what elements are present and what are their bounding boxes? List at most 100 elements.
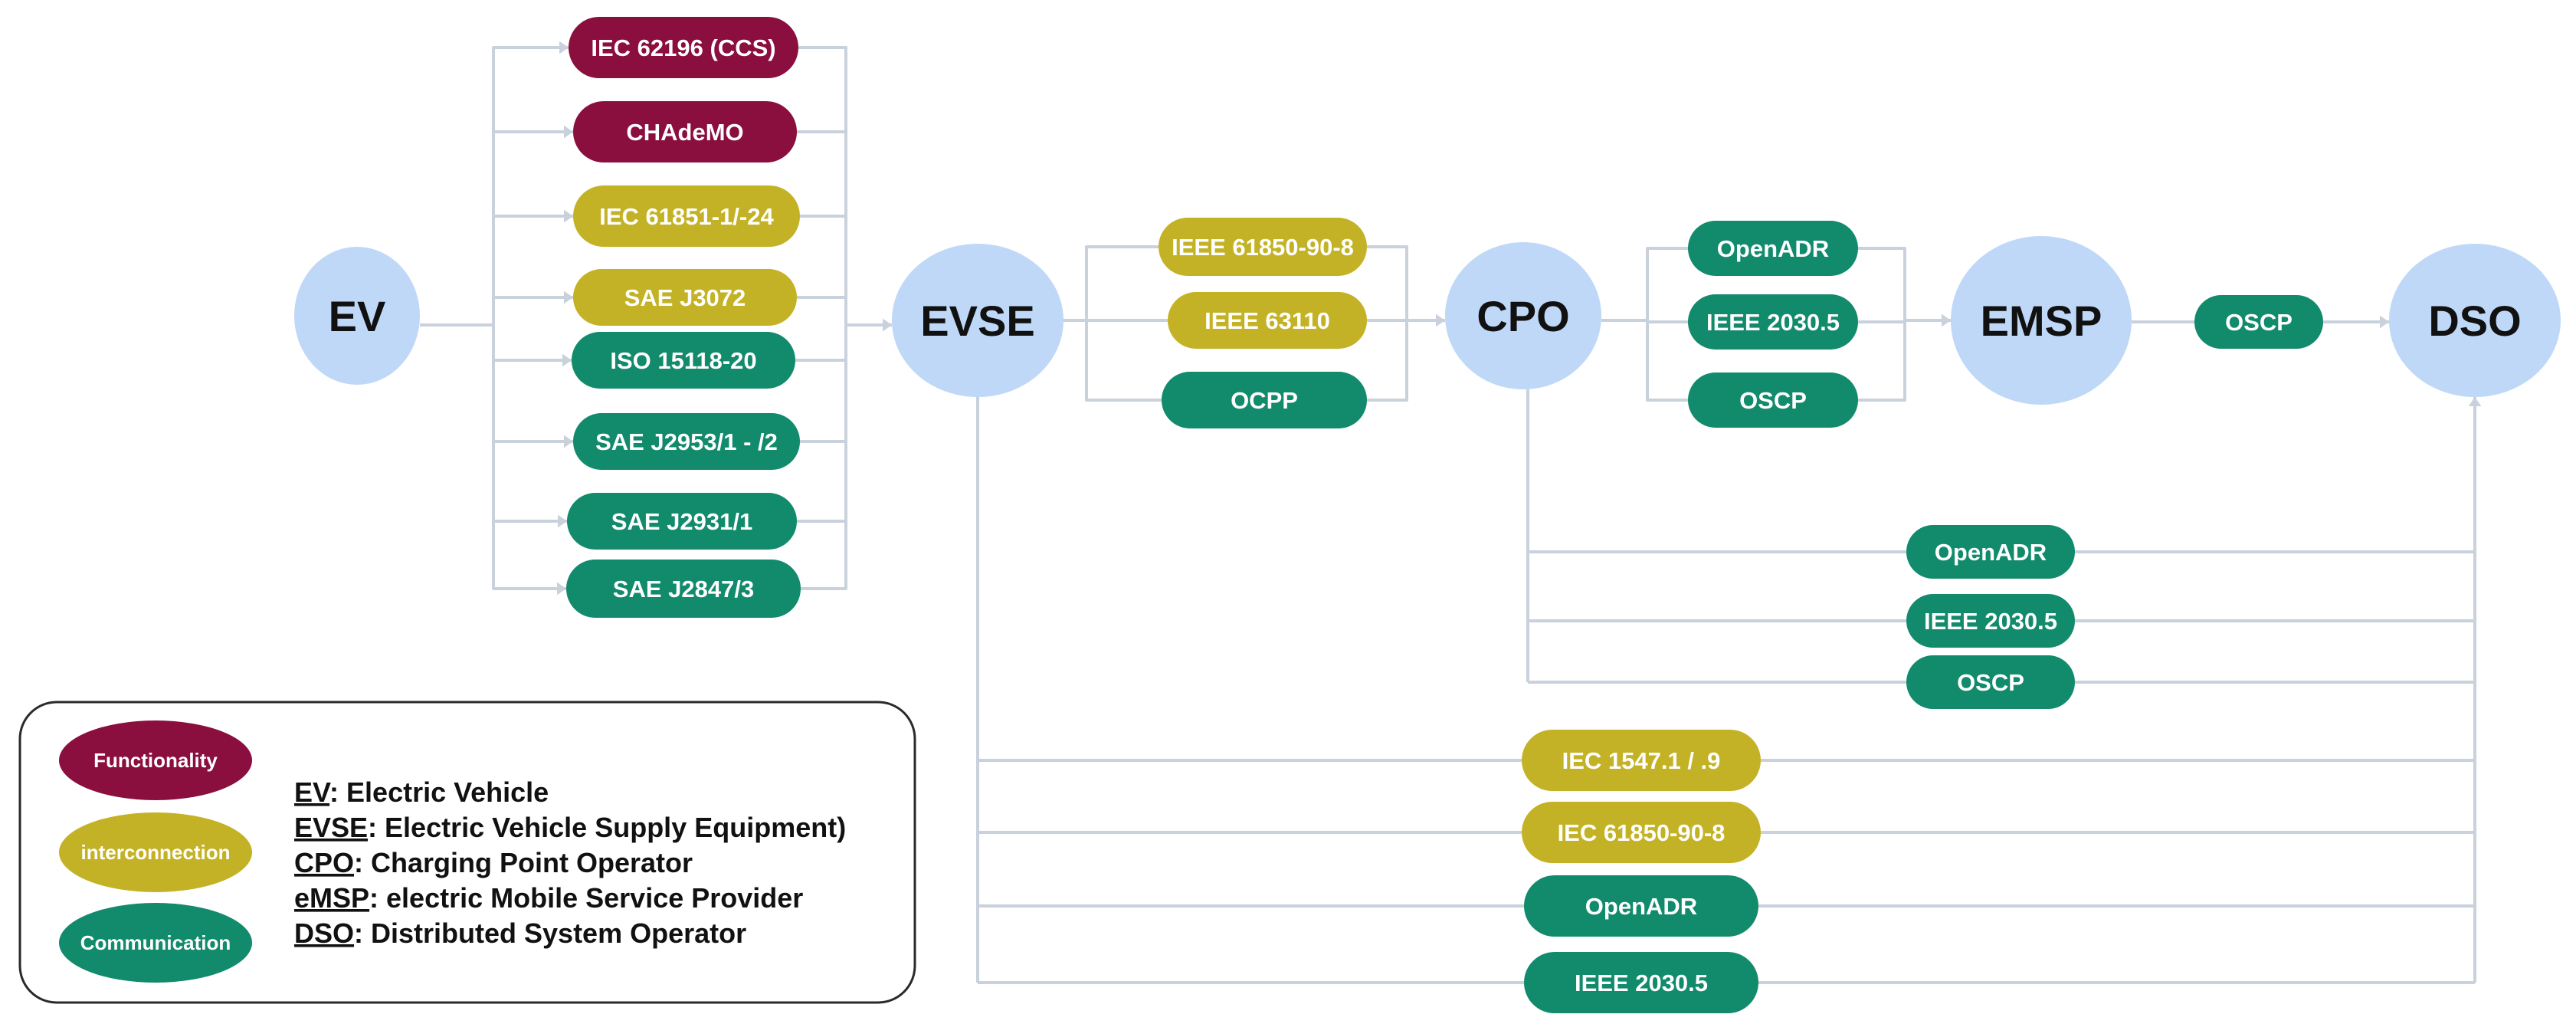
interconnection-pill-bg xyxy=(573,185,800,247)
iec-61850-90-8-pill: IEC 61850-90-8 xyxy=(1522,802,1761,863)
functionality-pill-bg xyxy=(569,17,798,78)
sae-j2931-1-pill: SAE J2931/1 xyxy=(567,493,797,550)
ev-evse-connector xyxy=(420,323,572,362)
dso-node: DSO xyxy=(2389,244,2561,397)
legend-category-label: Communication xyxy=(80,931,231,954)
oscp-pill: OSCP xyxy=(1906,655,2075,709)
ev-evse-arrow xyxy=(557,582,566,596)
dso-node-label: DSO xyxy=(2428,297,2521,345)
cpo-node-bg xyxy=(1445,242,1601,389)
protocol-label: IEC 62196 (CCS) xyxy=(591,34,775,61)
protocol-label: OSCP xyxy=(2225,309,2293,336)
connector-lines xyxy=(420,41,2482,984)
legend-definition: EV: Electric Vehicle xyxy=(294,776,549,808)
evse-node: EVSE xyxy=(892,244,1064,397)
communication-pill-bg xyxy=(566,560,801,618)
protocol-label: OpenADR xyxy=(1935,539,2047,566)
ev-evse-arrow xyxy=(564,125,573,139)
openadr-pill: OpenADR xyxy=(1906,525,2075,579)
legend-abbr: CPO xyxy=(294,847,354,878)
communication-pill-bg xyxy=(1524,875,1758,937)
dso-up-arrow xyxy=(2468,397,2482,406)
legend-swatch-communication: Communication xyxy=(59,903,252,983)
dso-inbound-arrow xyxy=(2380,315,2389,329)
iec-62196-ccs-pill: IEC 62196 (CCS) xyxy=(569,17,798,78)
emsp-inbound-arrow xyxy=(1942,313,1951,327)
communication-pill-bg xyxy=(572,332,795,389)
ev-evse-arrow xyxy=(559,41,569,54)
protocol-label: CHAdeMO xyxy=(626,119,743,146)
legend-swatch-bg xyxy=(59,903,252,983)
protocol-label: IEC 61850-90-8 xyxy=(1558,819,1726,846)
cpo-inbound-arrow xyxy=(1436,313,1445,327)
sae-j2847-3-pill: SAE J2847/3 xyxy=(566,560,801,618)
oscp-pill: OSCP xyxy=(2194,295,2323,349)
iec-61851-1-24-pill: IEC 61851-1/-24 xyxy=(573,185,800,247)
communication-pill-bg xyxy=(2194,295,2323,349)
legend-category-label: interconnection xyxy=(80,841,230,864)
ev-evse-arrow xyxy=(564,209,573,223)
evse-cpo-connector xyxy=(1367,319,1445,402)
communication-pill-bg xyxy=(1162,372,1367,428)
ev-node: EV xyxy=(294,247,420,385)
protocol-label: IEC 1547.1 / .9 xyxy=(1562,747,1721,774)
protocol-label: SAE J2847/3 xyxy=(613,576,754,602)
evse-node-label: EVSE xyxy=(920,297,1034,345)
emsp-node-bg xyxy=(1951,236,2132,405)
ev-evse-arrow xyxy=(558,514,567,528)
ocpp-pill: OCPP xyxy=(1162,372,1367,428)
legend-swatch-functionality: Functionality xyxy=(59,720,252,800)
oscp-pill: OSCP xyxy=(1688,373,1858,428)
legend-definition: EVSE: Electric Vehicle Supply Equipment) xyxy=(294,812,846,843)
ev-evse-arrow xyxy=(562,353,572,367)
evse-cpo-connector xyxy=(1064,245,1159,322)
legend-description: : electric Mobile Service Provider xyxy=(369,882,803,914)
openadr-pill: OpenADR xyxy=(1688,221,1858,276)
interconnection-pill-bg xyxy=(1522,802,1761,863)
ev-node-label: EV xyxy=(329,292,386,340)
iso-15118-20-pill: ISO 15118-20 xyxy=(572,332,795,389)
ev-evse-connector xyxy=(420,215,573,327)
legend-definition: eMSP: electric Mobile Service Provider xyxy=(294,882,803,914)
ieee-63110-pill: IEEE 63110 xyxy=(1168,292,1367,349)
protocol-label: OCPP xyxy=(1231,387,1298,414)
communication-pill-bg xyxy=(567,493,797,550)
ev-evse-connector xyxy=(420,296,573,327)
cpo-emsp-connector xyxy=(1858,247,1951,322)
cpo-node: CPO xyxy=(1445,242,1601,389)
protocol-label: IEC 61851-1/-24 xyxy=(599,203,774,230)
protocol-label: OSCP xyxy=(1739,387,1807,414)
ev-evse-arrow xyxy=(564,435,573,448)
interconnection-pill-bg xyxy=(1168,292,1367,349)
ieee-2030-5-pill: IEEE 2030.5 xyxy=(1906,594,2075,648)
cpo-node-label: CPO xyxy=(1476,292,1569,340)
protocol-label: IEEE 2030.5 xyxy=(1706,309,1840,336)
protocol-label: SAE J3072 xyxy=(624,284,746,311)
communication-pill-bg xyxy=(1688,294,1858,350)
legend-swatch-interconnection: interconnection xyxy=(59,812,252,892)
legend-swatch-bg xyxy=(59,720,252,800)
legend-definition: DSO: Distributed System Operator xyxy=(294,917,746,949)
cpo-emsp-connector xyxy=(1601,319,1688,402)
legend-swatch-bg xyxy=(59,812,252,892)
ev-evse-connector xyxy=(420,323,566,590)
ev-evse-connector xyxy=(420,323,573,443)
ev-node-bg xyxy=(294,247,420,385)
communication-pill-bg xyxy=(1688,221,1858,276)
interconnection-pill-bg xyxy=(1522,730,1761,791)
legend-description: : Charging Point Operator xyxy=(354,847,693,878)
protocol-label: IEEE 63110 xyxy=(1204,307,1330,334)
protocol-label: OpenADR xyxy=(1717,235,1829,262)
interconnection-pill-bg xyxy=(573,269,797,326)
ev-evse-connector xyxy=(797,296,892,327)
legend: Functionality interconnectionCommunicatio… xyxy=(18,701,916,1004)
protocol-pills: IEC 62196 (CCS) CHAdeMO IEC 61851-1/-24SAE… xyxy=(566,17,2323,1013)
legend-definition: CPO: Charging Point Operator xyxy=(294,847,693,878)
sae-j3072-pill: SAE J3072 xyxy=(573,269,797,326)
evse-inbound-arrow xyxy=(883,318,892,332)
legend-abbr: EVSE xyxy=(294,812,368,843)
cpo-emsp-connector xyxy=(1601,247,1688,322)
communication-pill-bg xyxy=(1906,525,2075,579)
communication-pill-bg xyxy=(1688,373,1858,428)
